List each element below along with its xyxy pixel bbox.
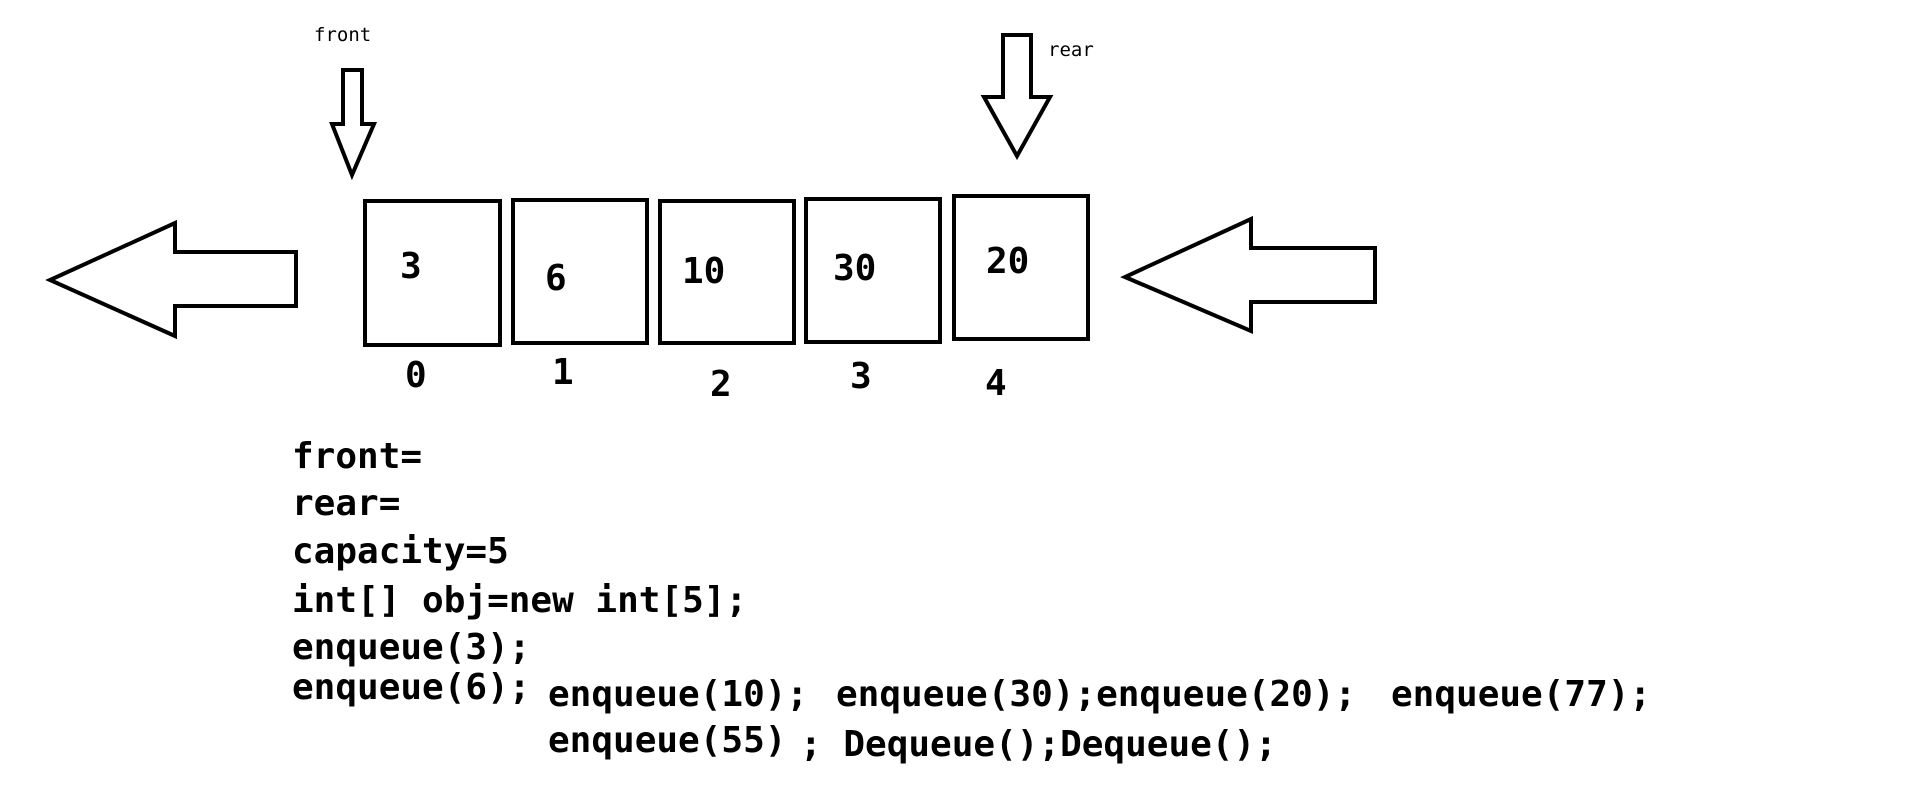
enqueue-call: enqueue(55) (548, 720, 786, 761)
enqueue-call: enqueue(30);enqueue(20); (836, 674, 1356, 715)
queue-cell-box (511, 198, 649, 345)
queue-array: 3 0 6 1 10 2 30 3 20 4 (363, 194, 1090, 405)
enqueue-call: enqueue(77); (1391, 674, 1651, 715)
queue-cell-index: 4 (985, 363, 1007, 404)
enqueue-call: enqueue(6); (292, 667, 530, 708)
queue-cell-box (363, 199, 502, 347)
enqueue-call: enqueue(3); (292, 627, 530, 668)
front-pointer-arrow-icon (329, 68, 378, 181)
queue-cell-value: 10 (682, 251, 725, 292)
rear-pointer-arrow-icon (980, 33, 1054, 161)
queue-cell-index: 2 (710, 364, 732, 405)
capacity-line: capacity=5 (292, 531, 509, 572)
queue-cell: 10 2 (658, 199, 796, 405)
queue-cell: 3 0 (363, 199, 502, 396)
code-notes: front= rear= capacity=5 int[] obj=new in… (292, 436, 1651, 765)
queue-cell-value: 6 (545, 258, 567, 299)
queue-cell: 30 3 (804, 197, 942, 397)
rear-pointer-label: rear (1048, 39, 1094, 61)
queue-cell: 6 1 (511, 198, 649, 393)
rear-variable-line: rear= (292, 483, 400, 524)
queue-cell-box (952, 194, 1090, 341)
enqueue-direction-arrow-icon (1120, 215, 1377, 335)
queue-cell-value: 30 (833, 248, 876, 289)
queue-cell-value: 20 (986, 241, 1029, 282)
queue-cell-index: 3 (850, 356, 872, 397)
front-pointer-label: front (314, 24, 371, 46)
enqueue-call: enqueue(10); (548, 674, 808, 715)
queue-cell-index: 1 (552, 352, 574, 393)
queue-cell-value: 3 (400, 246, 422, 287)
dequeue-direction-arrow-icon (45, 219, 298, 340)
array-declaration-line: int[] obj=new int[5]; (292, 580, 747, 621)
queue-cell-box (658, 199, 796, 345)
queue-cell-index: 0 (405, 355, 427, 396)
front-variable-line: front= (292, 436, 422, 477)
queue-cell-box (804, 197, 942, 344)
dequeue-calls: ; Dequeue();Dequeue(); (800, 724, 1277, 765)
queue-cell: 20 4 (952, 194, 1090, 404)
